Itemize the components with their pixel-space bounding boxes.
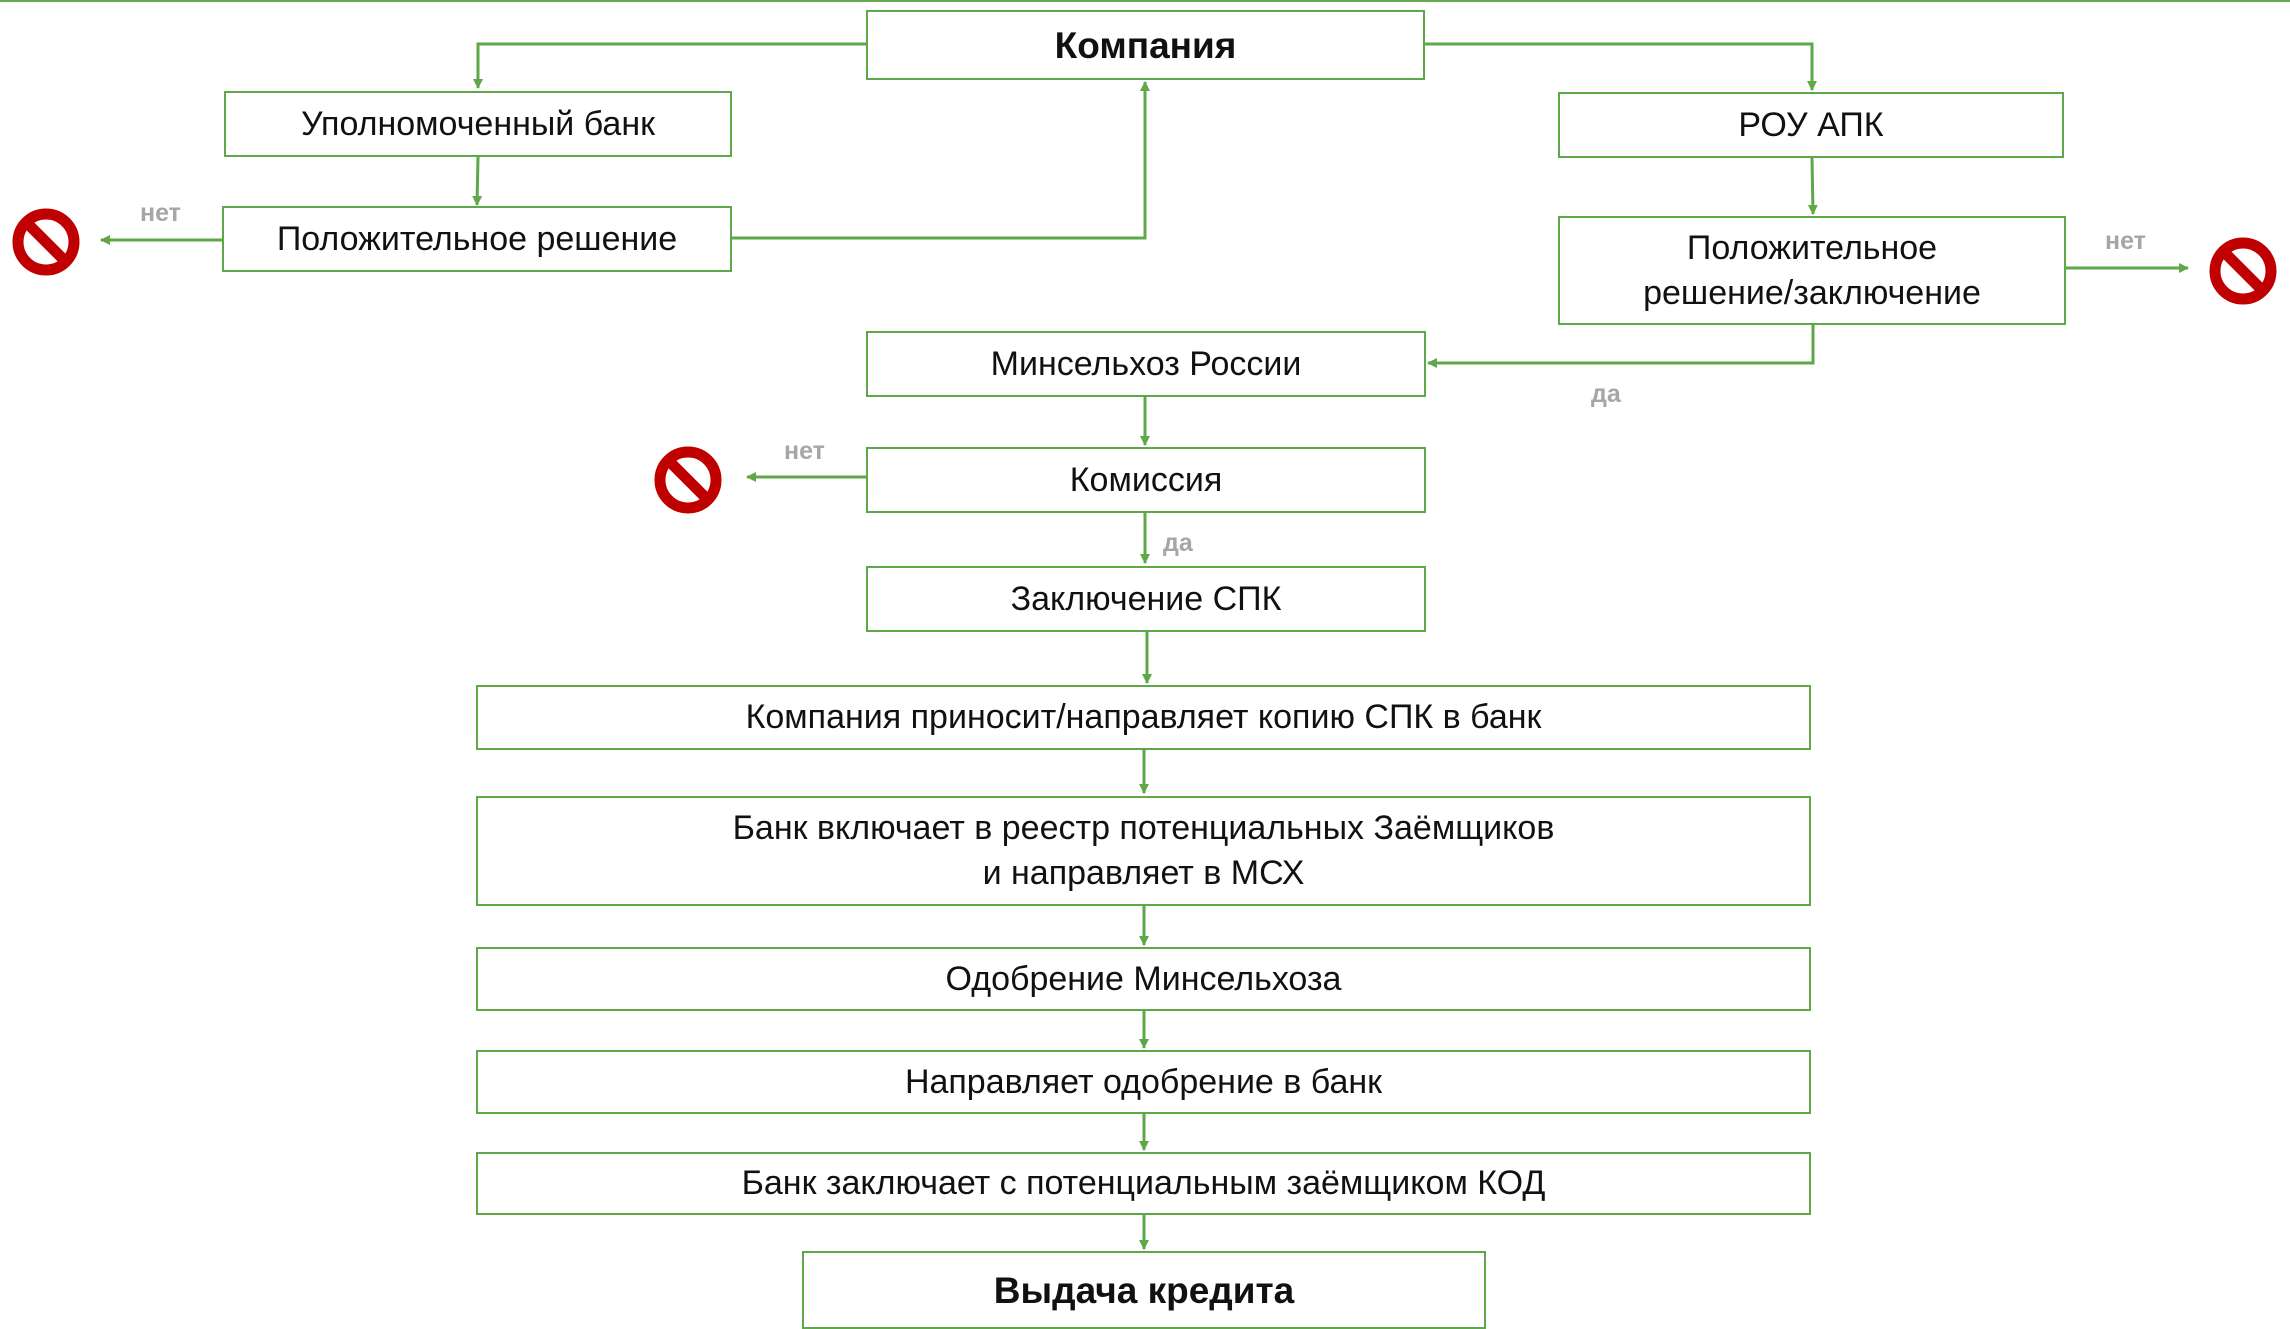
- top-rule: [0, 0, 2290, 2]
- node-rou-apk: РОУ АПК: [1558, 92, 2064, 158]
- node-bank-includes-registry: Банк включает в реестр потенциальных Заё…: [476, 796, 1811, 906]
- arrow-bank-to-decision: [472, 156, 483, 206]
- node-sends-approval: Направляет одобрение в банк: [476, 1050, 1811, 1114]
- label-commission-yes: да: [1163, 529, 1193, 557]
- node-minselkhoz: Минсельхоз России: [866, 331, 1426, 397]
- label-bank-no: нет: [140, 199, 181, 227]
- node-commission: Комиссия: [866, 447, 1426, 513]
- node-authorized-bank: Уполномоченный банк: [224, 91, 732, 157]
- label-rou-yes: да: [1591, 380, 1621, 408]
- label-commission-no: нет: [784, 437, 825, 465]
- node-loan-issuance: Выдача кредита: [802, 1251, 1486, 1329]
- node-minselkhoz-approval: Одобрение Минсельхоза: [476, 947, 1811, 1011]
- node-bank-positive-decision: Положительное решение: [222, 206, 732, 272]
- arrow-company-to-rou: [1424, 42, 1817, 91]
- arrow-rou-to-decision: [1807, 157, 1818, 215]
- arrow-decision-to-company: [732, 81, 1150, 240]
- node-company: Компания: [866, 10, 1425, 80]
- arrow-company-to-bank: [473, 42, 866, 89]
- node-rou-positive-decision: Положительное решение/заключение: [1558, 216, 2066, 325]
- no-entry-sign-icon: [654, 446, 722, 514]
- no-entry-sign-icon: [2209, 237, 2277, 305]
- node-spk-conclusion: Заключение СПК: [866, 566, 1426, 632]
- node-bank-concludes-kod: Банк заключает с потенциальным заёмщиком…: [476, 1152, 1811, 1215]
- arrow-rou-yes: [1427, 325, 1815, 368]
- no-entry-sign-icon: [12, 208, 80, 276]
- node-company-brings-copy: Компания приносит/направляет копию СПК в…: [476, 685, 1811, 750]
- label-rou-no: нет: [2105, 227, 2146, 255]
